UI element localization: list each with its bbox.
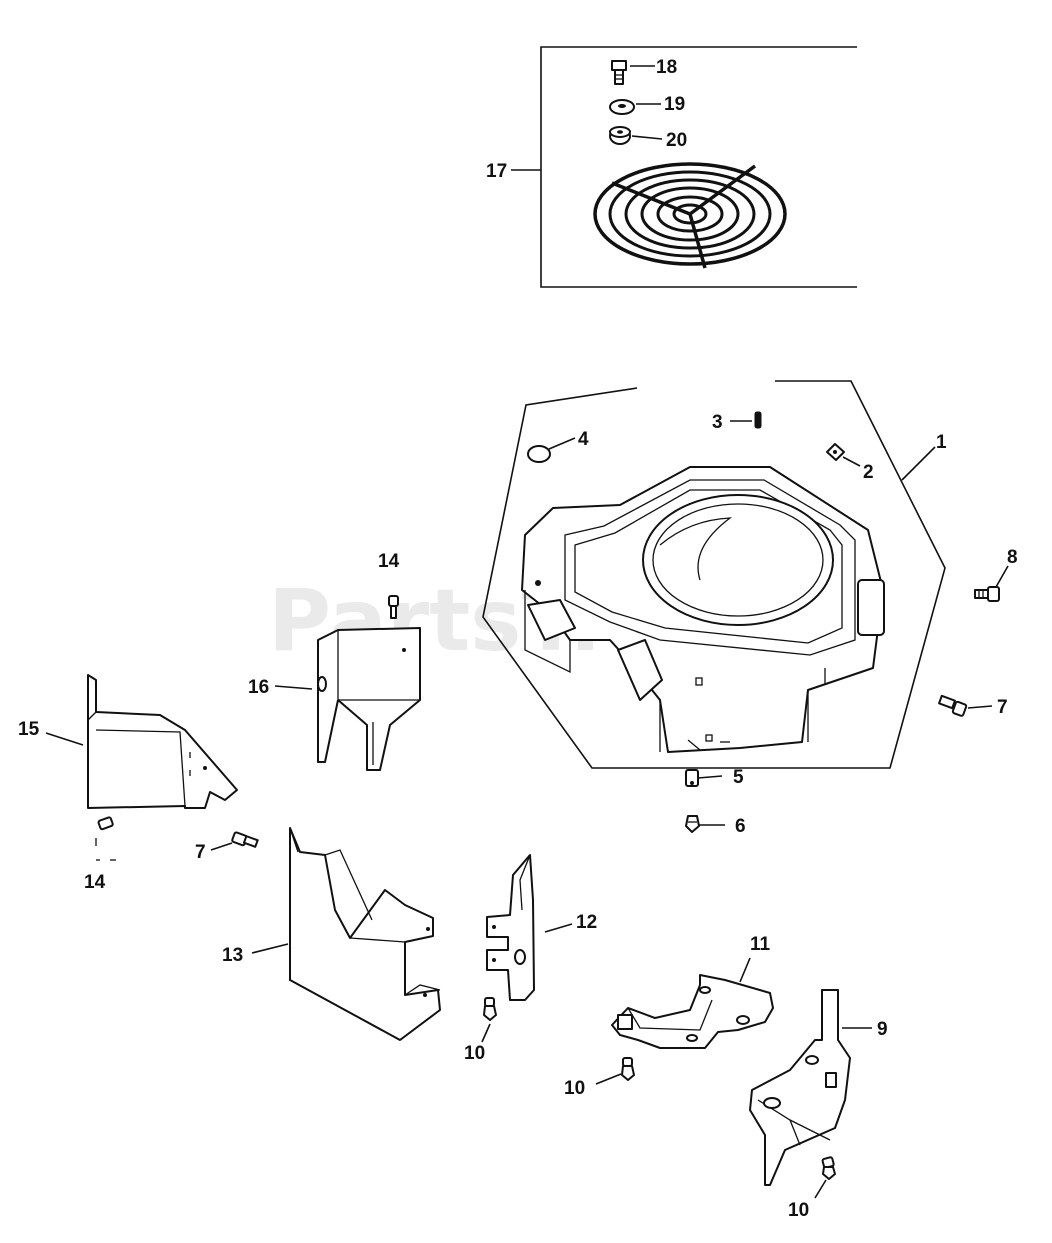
callout-14-bottom: 14	[84, 872, 106, 893]
fan-grill-17-icon	[593, 162, 787, 269]
callout-10-center: 10	[464, 1043, 485, 1064]
leader-lines	[45, 420, 1009, 1199]
screw-14-bottom-icon	[95, 816, 116, 861]
callout-8: 8	[1007, 547, 1018, 568]
callout-4: 4	[578, 429, 589, 450]
callout-12: 12	[576, 912, 597, 933]
callout-16: 16	[248, 677, 269, 698]
screw-7-left-icon	[231, 831, 259, 848]
screw-7-right-icon	[938, 694, 968, 717]
nut-5-icon	[685, 769, 699, 787]
callout-7-left: 7	[195, 842, 206, 863]
callout-10-bottom: 10	[788, 1200, 809, 1221]
callout-6: 6	[735, 816, 746, 837]
callout-9: 9	[877, 1019, 888, 1040]
bolt-18-icon	[611, 60, 627, 85]
callout-13: 13	[222, 945, 243, 966]
callout-7-right: 7	[997, 697, 1008, 718]
nut-2-icon	[826, 443, 845, 461]
shield-16-icon	[317, 627, 421, 771]
baffle-9-icon	[749, 989, 851, 1186]
callout-2: 2	[863, 462, 874, 483]
washer-19-icon	[609, 99, 635, 115]
stud-10-bottom-icon	[821, 1156, 836, 1180]
callout-17: 17	[486, 161, 507, 182]
callout-11: 11	[750, 934, 771, 955]
callout-labels: 1 2 3 4 5 6 7 7 8 9 10 10 10 11 12 13 14…	[18, 57, 1018, 1221]
callout-18: 18	[656, 57, 677, 78]
stud-10-middle-icon	[621, 1057, 635, 1081]
plug-4-icon	[527, 445, 551, 463]
stud-10-center-icon	[483, 997, 497, 1021]
housing-kit-outline	[482, 380, 946, 769]
callout-1: 1	[936, 432, 947, 453]
baffle-15-icon	[87, 674, 238, 809]
pin-3-icon	[754, 411, 762, 429]
spacer-20-icon	[609, 126, 631, 145]
bracket-11-icon	[611, 974, 774, 1049]
callout-20: 20	[666, 130, 687, 151]
callout-5: 5	[733, 767, 744, 788]
callout-3: 3	[712, 412, 723, 433]
callout-10-middle: 10	[564, 1078, 585, 1099]
blower-housing-1-icon	[521, 466, 885, 753]
screw-8-icon	[974, 586, 1000, 602]
screw-14-top-icon	[388, 595, 399, 619]
callout-15: 15	[18, 719, 40, 740]
grill-inset-box	[511, 46, 857, 288]
baffle-13-icon	[289, 827, 441, 1041]
callout-19: 19	[664, 94, 685, 115]
stud-6-icon	[685, 815, 700, 833]
bracket-12-icon	[486, 854, 535, 1001]
callout-14-top: 14	[378, 551, 400, 572]
